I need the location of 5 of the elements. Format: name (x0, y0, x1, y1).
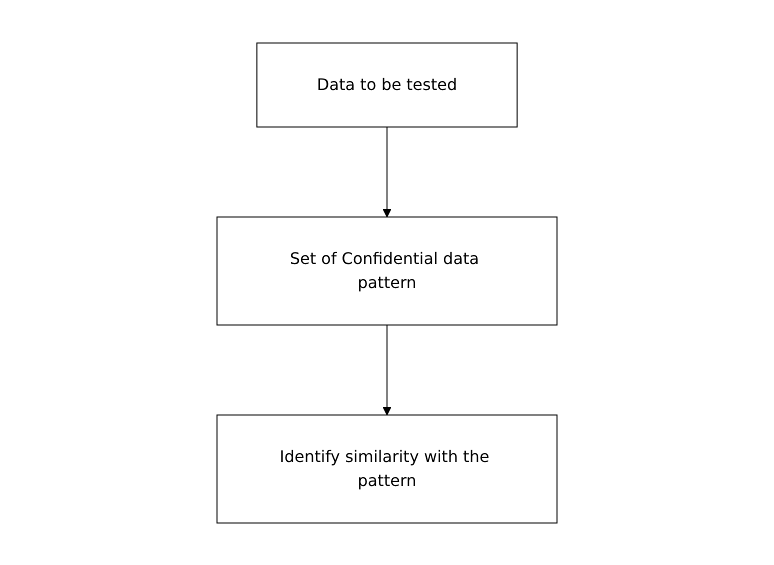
arrow (382, 126, 392, 217)
node-box: Set of Confidential data pattern (216, 216, 558, 325)
arrow (382, 324, 392, 415)
node-box: Identify similarity with the pattern (216, 414, 558, 523)
node-box: Data to be tested (256, 42, 518, 127)
